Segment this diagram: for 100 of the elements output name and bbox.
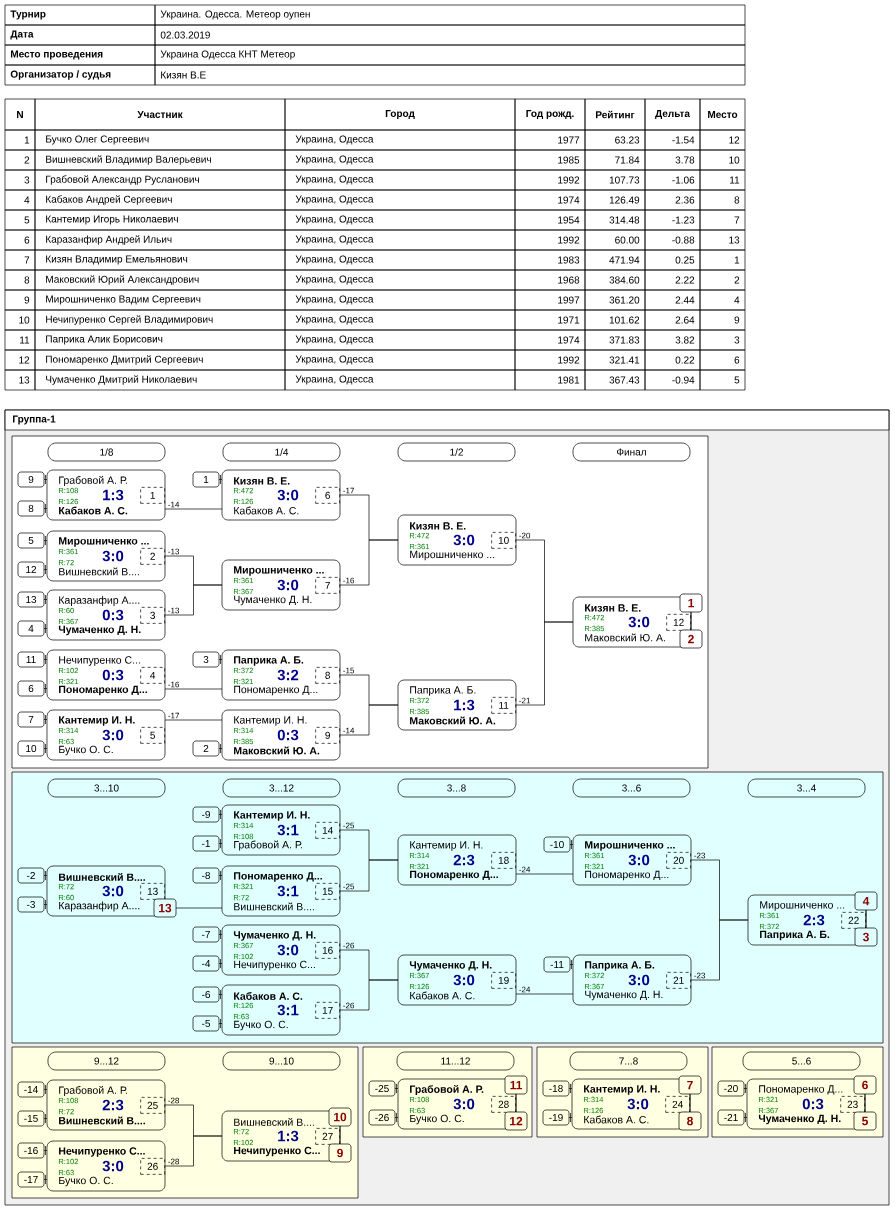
table-cell: 3.78 xyxy=(644,149,701,171)
match-box xyxy=(221,649,341,701)
table-cell: 2.44 xyxy=(644,289,701,311)
match-box xyxy=(397,834,517,886)
player-name: Кантемир И. Н. xyxy=(234,716,307,726)
table-cell: 5 xyxy=(4,209,36,231)
place-badge: 11 xyxy=(504,1075,528,1095)
match-box xyxy=(746,1078,866,1130)
table-cell: 9 xyxy=(699,309,746,331)
table-cell: Кизян Владимир Емельянович xyxy=(34,249,286,271)
table-cell: 13 xyxy=(4,369,36,391)
table-cell: Украина, Одесса xyxy=(284,229,516,251)
connector-line xyxy=(569,959,574,970)
place-badge: 3 xyxy=(854,927,878,947)
score-text: 0:3 xyxy=(277,729,299,741)
player-name: Чумаченко Д. Н. xyxy=(234,595,312,606)
header-cell: Дельта xyxy=(644,98,701,131)
table-cell: 1983 xyxy=(514,249,586,271)
edge-label: -28 xyxy=(167,1097,180,1104)
match-box xyxy=(46,649,166,701)
match-box xyxy=(46,1140,166,1192)
player-name: Пономаренко Д... xyxy=(59,685,147,696)
bracket-line xyxy=(164,508,223,510)
connector-line xyxy=(43,535,48,546)
table-cell: 2.64 xyxy=(644,309,701,331)
table-cell: 63.23 xyxy=(584,129,646,151)
score-text: 3:0 xyxy=(277,489,299,501)
edge-label: -25 xyxy=(342,822,355,829)
player-name: Вишневский В.... xyxy=(59,567,139,576)
table-cell: 7 xyxy=(4,249,36,271)
player-name: Каразанфир А.... xyxy=(59,901,140,912)
connector-line xyxy=(864,1093,866,1113)
player-name: Кизян В. Е. xyxy=(585,604,641,612)
header-cell: Город xyxy=(284,98,516,131)
place-badge: 2 xyxy=(679,629,703,649)
match-number: 14 xyxy=(315,822,340,839)
edge-label: -17 xyxy=(167,712,180,719)
score-text: 0:3 xyxy=(102,609,124,621)
table-cell: 10 xyxy=(699,149,746,171)
connector-line xyxy=(43,594,48,605)
table-cell: Украина, Одесса xyxy=(284,169,516,191)
seed-box: -25 xyxy=(368,1080,396,1097)
player-name: Маковский Ю. А. xyxy=(585,633,665,642)
place-badge: 5 xyxy=(853,1111,877,1131)
table-cell: 10 xyxy=(4,309,36,331)
table-cell: Украина, Одесса xyxy=(284,149,516,171)
place-badge: 13 xyxy=(153,898,177,918)
edge-label: -14 xyxy=(167,501,180,508)
connector-line xyxy=(43,1084,48,1095)
seed-box: -17 xyxy=(17,1171,45,1188)
match-box xyxy=(221,469,341,521)
player-name: Грабовой А. Р. xyxy=(59,476,127,486)
score-text: 3:0 xyxy=(102,729,124,741)
edge-label: -13 xyxy=(167,607,180,614)
bracket-line xyxy=(164,584,223,616)
seed-box: 12 xyxy=(17,561,45,578)
round-header: 3...8 xyxy=(397,778,516,798)
seed-box: 9 xyxy=(17,471,45,488)
match-box xyxy=(571,1078,691,1130)
match-number: 3 xyxy=(140,607,165,624)
match-number: 11 xyxy=(491,697,516,714)
table-cell: 11 xyxy=(4,329,36,351)
table-cell: Украина, Одесса xyxy=(284,289,516,311)
score-text: 3:0 xyxy=(277,579,299,591)
score-text: 3:0 xyxy=(453,1098,475,1110)
match-box xyxy=(221,559,341,611)
player-name: Чумаченко Д. Н. xyxy=(585,990,663,1001)
edge-label: -14 xyxy=(342,727,355,734)
connector-line xyxy=(690,611,692,631)
connector-line xyxy=(43,1174,48,1185)
table-cell: 371.83 xyxy=(584,329,646,351)
round-header: 3...10 xyxy=(47,778,166,798)
table-cell: -1.06 xyxy=(644,169,701,191)
table-cell: Украина Одесса КНТ Метеор xyxy=(154,44,746,66)
table-cell: 1985 xyxy=(514,149,586,171)
table-cell: Место проведения xyxy=(4,44,156,66)
player-name: Маковский Ю. А. xyxy=(234,746,320,755)
player-name: Кантемир И. Н. xyxy=(59,716,135,726)
edge-label: -20 xyxy=(518,532,531,539)
table-cell: Грабовой Александр Русланович xyxy=(34,169,286,191)
round-header: 1/8 xyxy=(47,442,166,462)
match-box xyxy=(46,709,166,761)
edge-label: -24 xyxy=(518,866,531,873)
player-name: Чумаченко Д. Н. xyxy=(233,931,316,941)
seed-box: 5 xyxy=(17,532,45,549)
table-cell: 1968 xyxy=(514,269,586,291)
match-number: 27 xyxy=(315,1128,340,1145)
player-name: Грабовой А. Р. xyxy=(234,840,302,851)
connector-line xyxy=(218,958,223,969)
table-cell: 0.22 xyxy=(644,349,701,371)
table-cell: 3.82 xyxy=(644,329,701,351)
table-cell: 321.41 xyxy=(584,349,646,371)
player-name: Чумаченко Д. Н. xyxy=(58,625,141,636)
table-cell: Украина, Одесса xyxy=(284,189,516,211)
score-text: 3:0 xyxy=(102,885,124,897)
table-cell: -1.54 xyxy=(644,129,701,151)
seed-box: 8 xyxy=(17,500,45,517)
table-cell: 71.84 xyxy=(584,149,646,171)
bracket-line xyxy=(164,688,223,690)
connector-line xyxy=(43,474,48,485)
